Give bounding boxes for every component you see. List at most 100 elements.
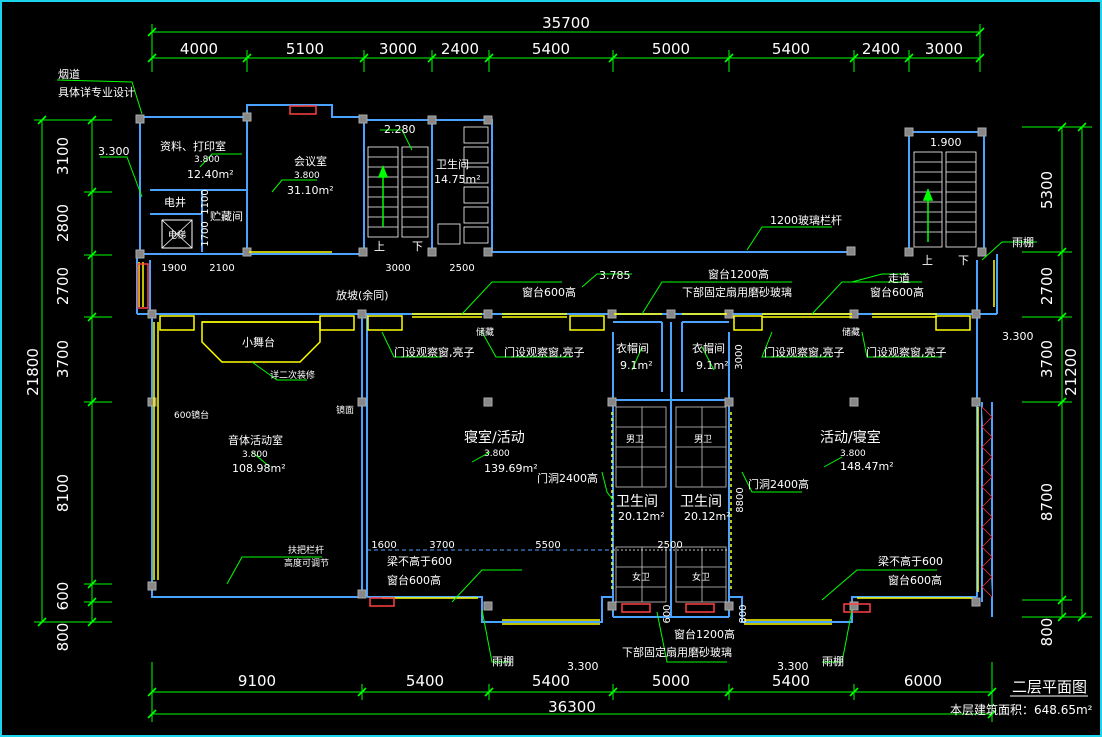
wc-top-area: 14.75m² xyxy=(434,173,481,186)
dim-bottom-2: 5400 xyxy=(406,672,444,690)
dim-left-4: 3700 xyxy=(54,340,72,378)
stair1-height: 2.280 xyxy=(384,123,416,136)
opening-2: 门洞2400高 xyxy=(748,477,809,491)
dim-left-6: 600 xyxy=(54,582,72,611)
stair1-up: 上 xyxy=(374,240,385,253)
level-3300-d: 3.300 xyxy=(777,660,809,673)
dim-top-8: 2400 xyxy=(862,40,900,58)
female1-label: 女卫 xyxy=(632,571,650,583)
stair-1 xyxy=(367,146,429,238)
sill-600-d: 窗台600高 xyxy=(888,573,942,587)
leader-lines xyxy=(56,79,1037,663)
board-note: 600镜台 xyxy=(174,409,209,421)
dim-left-5: 8100 xyxy=(54,474,72,512)
meeting-label: 会议室 xyxy=(294,154,327,168)
room-labels: 烟道 具体详专业设计 资料、打印室 3.800 12.40m² 会议室 3.80… xyxy=(58,67,969,583)
dim-top-5: 5400 xyxy=(532,40,570,58)
door-win-4: 门设观察窗,亮子 xyxy=(866,345,947,359)
elec-label: 电井 xyxy=(164,195,186,209)
dim-left-2: 2800 xyxy=(54,204,72,242)
dim-top-total: 35700 xyxy=(542,14,590,32)
dim-bottom-3: 5400 xyxy=(532,672,570,690)
print-room-area: 12.40m² xyxy=(187,168,234,181)
stair2-up: 上 xyxy=(922,254,933,267)
beam-2: 梁不高于600 xyxy=(878,554,943,568)
corridor-label: 走道 xyxy=(888,271,910,285)
dim-right-5: 800 xyxy=(1038,618,1056,647)
dim-left-3: 2700 xyxy=(54,267,72,305)
chimney-label: 烟道 xyxy=(58,67,80,81)
dimension-lines xyxy=(34,24,1092,722)
window-markers xyxy=(137,105,871,613)
frosted-top: 下部固定扇用磨砂玻璃 xyxy=(682,285,792,299)
dim-bottom-4: 5000 xyxy=(652,672,690,690)
dim-bottom-labels: 9100 5400 5400 5000 5400 6000 xyxy=(238,672,942,690)
dim-800: 800 xyxy=(738,604,749,623)
dim-1700: 1700 xyxy=(200,221,211,246)
drawing-title: 二层平面图 xyxy=(1012,678,1087,696)
dim-right-total: 21200 xyxy=(1062,348,1080,396)
dim-top-3: 3000 xyxy=(379,40,417,58)
sleep1-label: 寝室/活动 xyxy=(464,429,525,446)
wc1-label: 卫生间 xyxy=(616,494,658,510)
sleep1-height: 3.800 xyxy=(484,449,510,459)
male1-label: 男卫 xyxy=(626,434,644,445)
dim-top-1: 4000 xyxy=(180,40,218,58)
bar-note2: 高度可调节 xyxy=(284,557,329,569)
dim-1100: 1100 xyxy=(200,189,211,214)
dim-right-2: 2700 xyxy=(1038,267,1056,305)
dim-top-7: 5400 xyxy=(772,40,810,58)
stage-outline xyxy=(201,321,321,363)
sill-1200-top: 窗台1200高 xyxy=(708,267,769,281)
dim-5500: 5500 xyxy=(535,540,560,551)
store-cab1: 储藏 xyxy=(476,326,494,338)
sleep1-area: 139.69m² xyxy=(484,462,538,475)
cloak1-label: 衣帽间 xyxy=(616,341,649,355)
gym-label: 音体活动室 xyxy=(228,433,283,447)
dim-bottom-total: 36300 xyxy=(548,698,596,716)
sleep2-area: 148.47m² xyxy=(840,460,894,473)
dim-bottom-1: 9100 xyxy=(238,672,276,690)
dim-bottom-5: 5400 xyxy=(772,672,810,690)
sleep2-label: 活动/寝室 xyxy=(820,429,881,446)
stair-2 xyxy=(913,151,977,248)
canopy-bot1: 雨棚 xyxy=(492,654,514,668)
sleep2-height: 3.800 xyxy=(840,449,866,459)
windows-and-doors xyxy=(138,251,995,625)
dim-left-7: 800 xyxy=(54,623,72,652)
sill-1200-bot: 窗台1200高 xyxy=(674,627,735,641)
dim-3000: 3000 xyxy=(385,263,410,274)
annotation-notes: 3.300 3.300 3.300 3.300 3.785 1200玻璃栏杆 雨… xyxy=(98,145,1034,673)
dim-left-1: 3100 xyxy=(54,137,72,175)
meeting-area: 31.10m² xyxy=(287,184,334,197)
sill-600-a: 窗台600高 xyxy=(522,285,576,299)
cloak1-area: 9.1m² xyxy=(620,359,653,372)
dim-600: 600 xyxy=(662,604,673,623)
stage-label: 小舞台 xyxy=(242,335,275,349)
beam-1: 梁不高于600 xyxy=(387,554,452,568)
print-room-height: 3.800 xyxy=(194,155,220,165)
dim-top-6: 5000 xyxy=(652,40,690,58)
male2-label: 男卫 xyxy=(694,434,712,445)
opening-1: 门洞2400高 xyxy=(537,471,598,485)
stair2-height: 1.900 xyxy=(930,136,962,149)
level-3300-b: 3.300 xyxy=(1002,330,1034,343)
store-label: 贮藏间 xyxy=(210,210,243,223)
door-win-1: 门设观察窗,亮子 xyxy=(394,345,475,359)
gym-area: 108.98m² xyxy=(232,462,286,475)
cloak2-area: 9.1m² xyxy=(696,359,729,372)
canopy-bot2: 雨棚 xyxy=(822,654,844,668)
level-3300-a: 3.300 xyxy=(98,145,130,158)
print-room-label: 资料、打印室 xyxy=(160,139,226,153)
dim-right-labels: 21200 5300 2700 3700 8700 800 xyxy=(1038,171,1080,646)
store-cab2: 储藏 xyxy=(842,326,860,338)
columns xyxy=(135,112,987,611)
level-3300-c: 3.300 xyxy=(567,660,599,673)
stair2-down: 下 xyxy=(958,254,969,267)
wc2-area: 20.12m² xyxy=(684,510,731,523)
bar-note: 扶把栏杆 xyxy=(288,544,324,556)
dim-8800: 8800 xyxy=(735,487,746,512)
door-win-2: 门设观察窗,亮子 xyxy=(504,345,585,359)
frosted-bot: 下部固定扇用磨砂玻璃 xyxy=(622,645,732,659)
